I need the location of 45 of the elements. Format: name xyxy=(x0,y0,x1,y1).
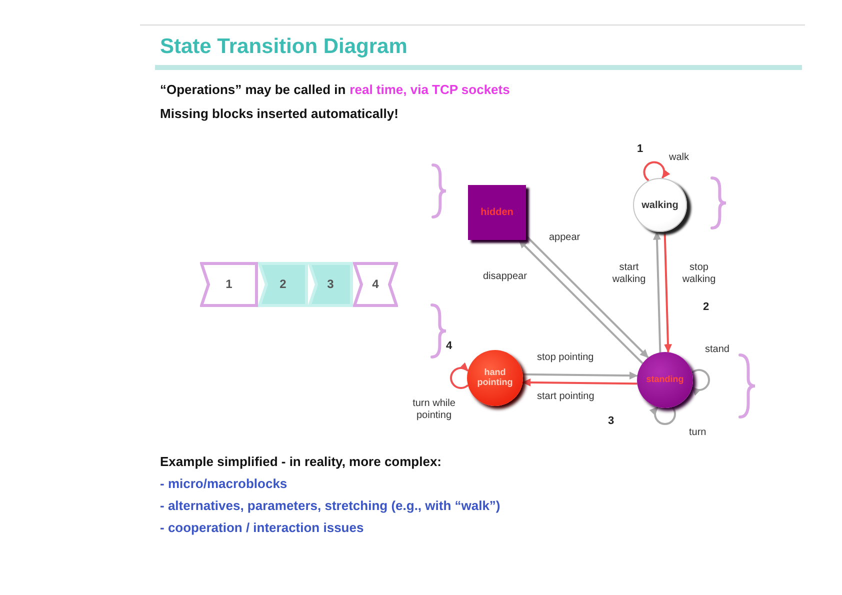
edge-label: walk xyxy=(668,152,690,164)
title: State Transition Diagram xyxy=(160,35,408,59)
puzzle-block xyxy=(308,262,353,307)
transition-arrow xyxy=(664,232,672,353)
self-loop-arrow xyxy=(691,369,710,396)
highlighted-text: real time, via TCP sockets xyxy=(350,82,510,97)
state-label: hand pointing xyxy=(476,368,514,388)
callout-number: 2 xyxy=(703,301,710,313)
callout-number: 3 xyxy=(608,415,614,427)
block-number: 3 xyxy=(327,278,334,292)
transition-arrow xyxy=(653,231,662,352)
bullet-item: - alternatives, parameters, stretching (e.g., with “walk”) xyxy=(160,498,500,513)
transition-arrow xyxy=(522,372,638,380)
edge-label: stand xyxy=(704,344,730,356)
body-text: Missing blocks inserted automatically! xyxy=(160,106,398,121)
self-loop-arrow xyxy=(450,362,469,389)
bullet-item: - cooperation / interaction issues xyxy=(160,520,364,535)
block-number: 4 xyxy=(372,278,379,292)
transition-arrow xyxy=(522,378,638,386)
edge-label: turn xyxy=(688,427,708,438)
state-label: hidden xyxy=(480,207,514,218)
self-loop-arrow xyxy=(650,406,676,425)
edge-label: stop pointing xyxy=(536,352,595,364)
puzzle-block xyxy=(353,262,398,307)
edge-label: appear xyxy=(548,232,582,244)
transition-arrow xyxy=(518,239,644,364)
state-circle xyxy=(637,352,693,408)
state-label: standing xyxy=(646,375,684,385)
puzzle-block xyxy=(258,262,308,307)
transition-arrow xyxy=(525,235,649,358)
block-number: 2 xyxy=(280,278,286,292)
state-square xyxy=(468,185,526,240)
body-text: Example simplified - in reality, more complex: xyxy=(160,454,442,469)
body-text: “Operations” may be called in xyxy=(160,82,346,97)
edge-label: disappear xyxy=(482,271,528,282)
state-circle xyxy=(633,178,687,232)
edge-label: start pointing xyxy=(536,391,596,402)
state-label: walking xyxy=(642,200,678,210)
callout-number: 1 xyxy=(637,143,644,155)
puzzle-block xyxy=(200,262,258,307)
bullet-item: - micro/macroblocks xyxy=(160,476,288,491)
callout-number: 4 xyxy=(446,340,452,352)
block-number: 1 xyxy=(226,278,232,292)
self-loop-arrow xyxy=(643,161,670,182)
state-circle xyxy=(467,350,523,406)
